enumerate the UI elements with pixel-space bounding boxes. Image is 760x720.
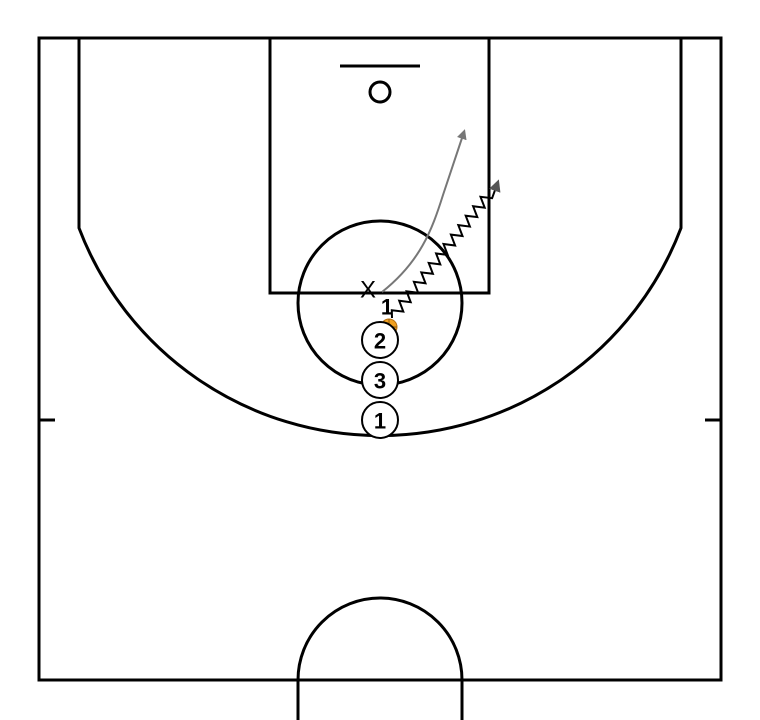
players: 1 2 3 1: [361, 295, 399, 439]
center-circle: [296, 596, 464, 720]
player-1-ballhandler: 1: [381, 295, 393, 320]
player-1-line-label: 1: [374, 409, 386, 434]
play-actions: [381, 129, 501, 319]
defender-x-mark-icon: X: [360, 277, 376, 304]
player-2-label: 2: [374, 329, 386, 354]
player-2: 2: [361, 321, 399, 359]
player-3-label: 3: [374, 369, 386, 394]
player-1-line: 1: [361, 401, 399, 439]
player-3: 3: [361, 361, 399, 399]
paint-lane: [268, 36, 491, 295]
dribble-arrow: [390, 179, 501, 319]
rim: [368, 80, 392, 104]
cut-arrow: [381, 129, 467, 293]
